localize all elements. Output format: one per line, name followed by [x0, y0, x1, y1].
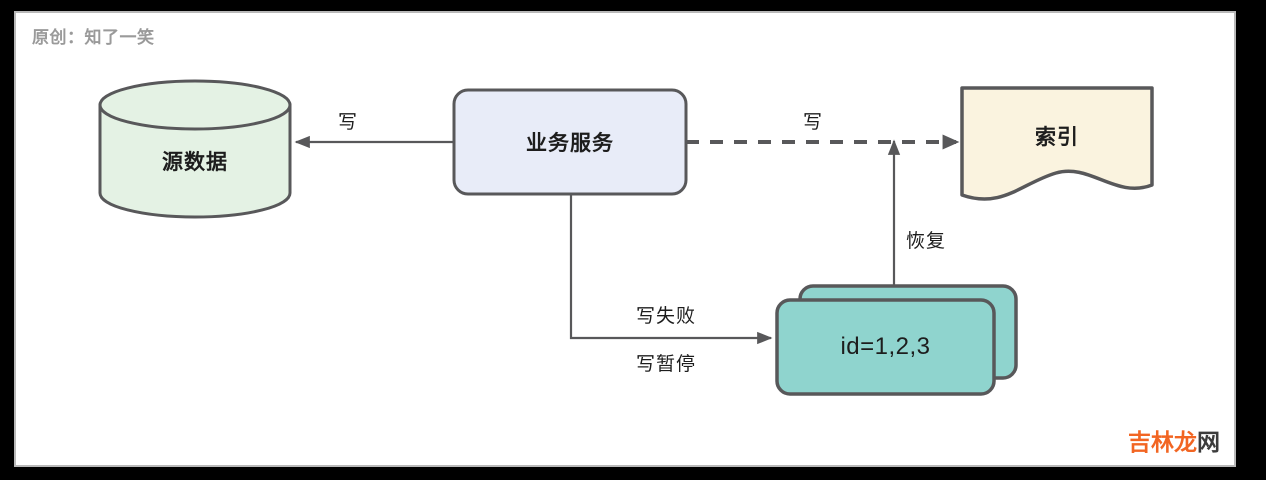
watermark-orange-text: 吉林龙: [1128, 429, 1197, 455]
node-business-service[interactable]: [452, 88, 688, 196]
edge-service-to-queue: [569, 194, 773, 345]
credit-text: 原创：知了一笑: [32, 28, 155, 47]
diagram-canvas: 原创：知了一笑: [14, 11, 1236, 467]
watermark: 吉林龙网: [1128, 423, 1220, 457]
node-queue-front[interactable]: [775, 298, 996, 396]
node-index[interactable]: [960, 86, 1154, 201]
diagram-svg: [98, 79, 1154, 396]
watermark-dark-text: 网: [1197, 429, 1220, 455]
node-source-data[interactable]: [98, 79, 292, 219]
